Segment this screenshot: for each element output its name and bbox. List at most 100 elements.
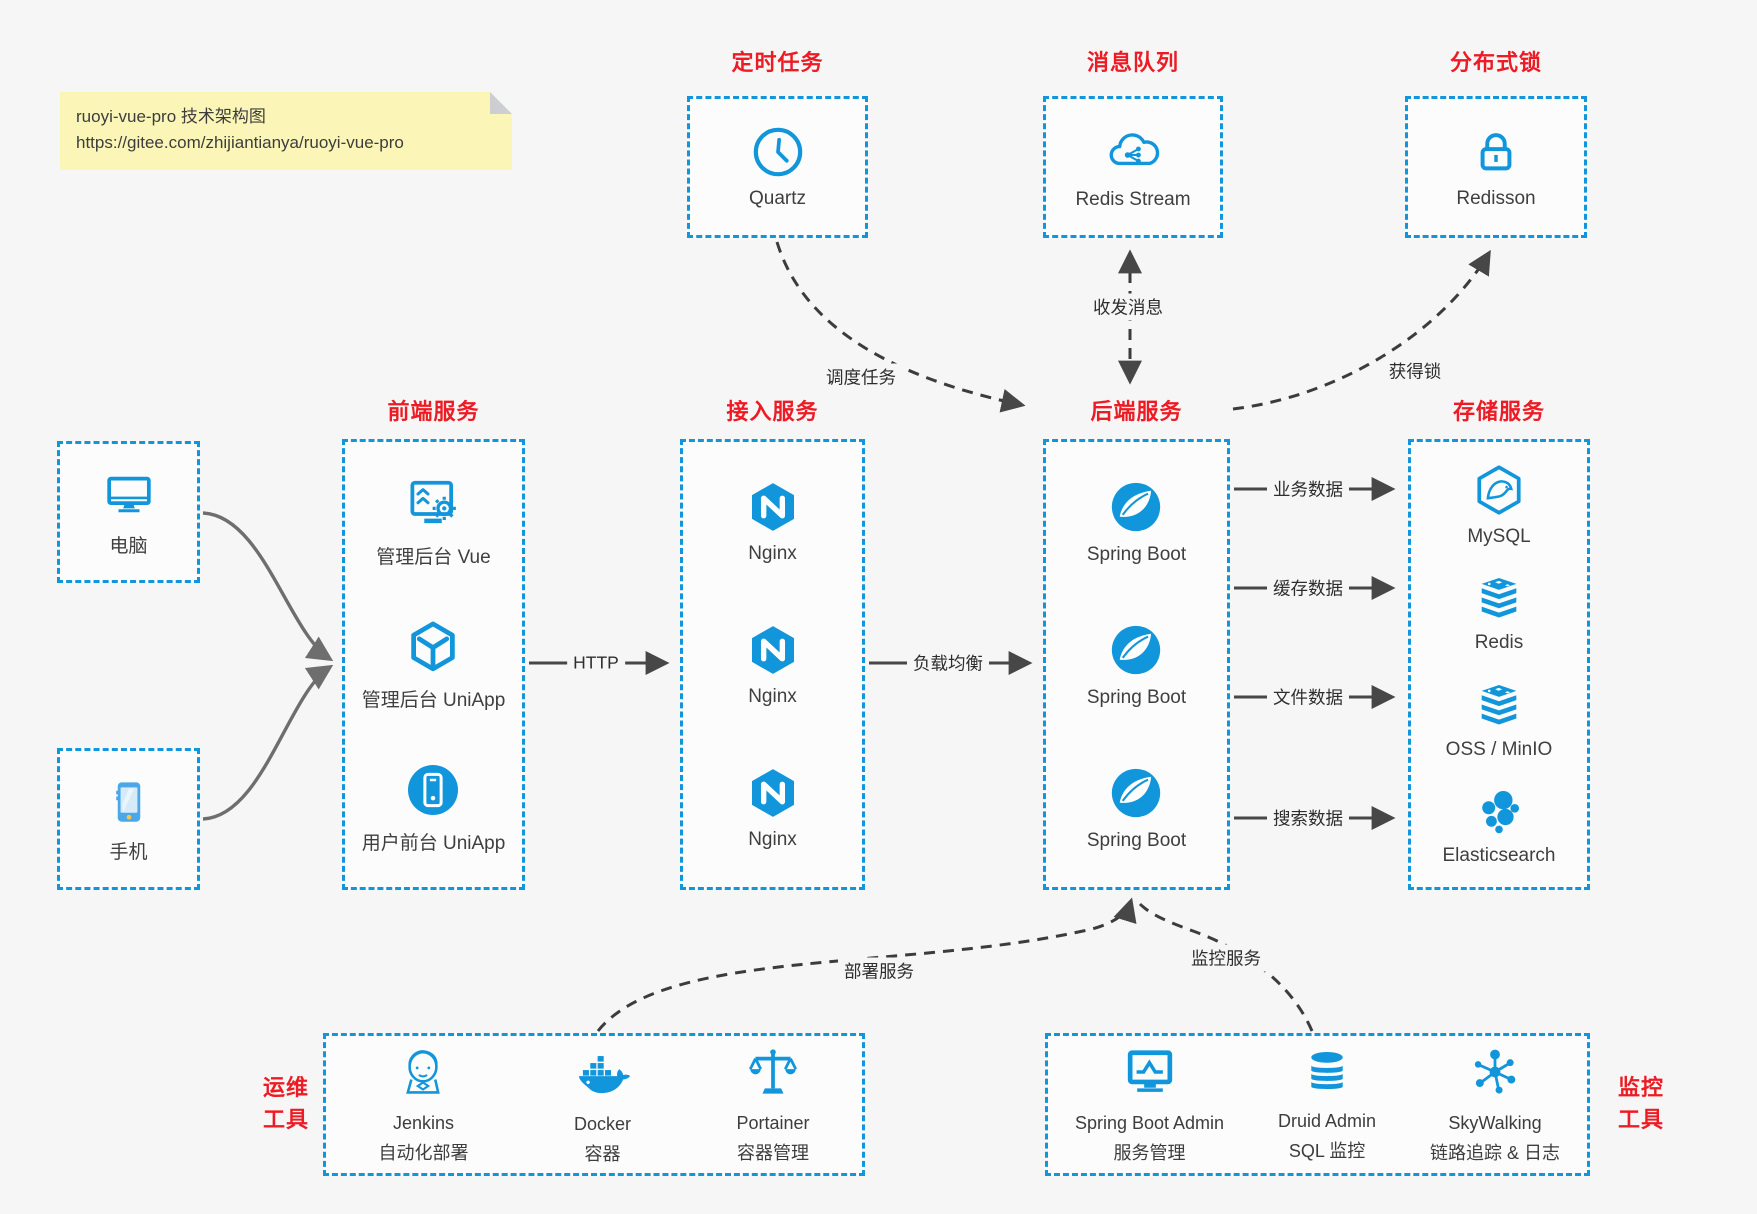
phone-label: 手机	[109, 841, 148, 863]
spring-boot-icon	[1107, 621, 1165, 679]
group-title-monitor-tools: 监控工具	[1610, 1072, 1672, 1136]
sticky-note: ruoyi-vue-pro 技术架构图 https://gitee.com/zh…	[60, 92, 512, 170]
uniapp-cube-icon	[403, 617, 463, 677]
druid-label: Druid Admin	[1278, 1111, 1377, 1132]
quartz-node: Quartz	[749, 124, 806, 210]
note-url: https://gitee.com/zhijiantianya/ruoyi-vu…	[76, 133, 404, 153]
redis-stream-box: Redis Stream	[1043, 96, 1223, 238]
jenkins-sublabel: 自动化部署	[378, 1142, 469, 1163]
druid-node: Druid Admin SQL 监控	[1278, 1046, 1376, 1163]
spring-boot-admin-sublabel: 服务管理	[1113, 1142, 1186, 1163]
redis-icon	[1473, 572, 1525, 624]
desktop-client-box: 电脑	[57, 441, 200, 583]
spring-boot-node-3: Spring Boot	[1087, 764, 1186, 852]
elasticsearch-node: Elasticsearch	[1443, 785, 1556, 867]
group-title-distributed-lock: 分布式锁	[1449, 50, 1542, 75]
edge-lock-curve	[1232, 249, 1491, 411]
jenkins-icon	[395, 1044, 451, 1106]
desktop-label: 电脑	[109, 535, 148, 557]
nginx-icon	[745, 622, 801, 678]
redis-node: Redis	[1473, 572, 1525, 654]
skywalking-icon	[1467, 1044, 1523, 1106]
edge-label-http: HTTP	[567, 651, 625, 675]
storage-column-box: MySQL Redis OSS / MinIO Elasticsearch	[1408, 439, 1590, 890]
spring-boot-label-1: Spring Boot	[1086, 543, 1187, 565]
druid-icon	[1301, 1046, 1353, 1104]
admin-vue-node: 管理后台 Vue	[376, 474, 491, 569]
docker-sublabel: 容器	[584, 1143, 621, 1164]
nginx-label-3: Nginx	[748, 828, 797, 850]
jenkins-node: Jenkins 自动化部署	[378, 1044, 468, 1165]
nginx-label-2: Nginx	[748, 685, 797, 707]
access-column-box: Nginx Nginx Nginx	[680, 439, 865, 890]
oss-minio-node: OSS / MinIO	[1445, 679, 1553, 761]
nginx-node-2: Nginx	[745, 622, 801, 708]
admin-uniapp-label: 管理后台 UniApp	[361, 690, 506, 711]
column-title-backend: 后端服务	[1090, 399, 1183, 424]
nginx-icon	[745, 479, 801, 535]
group-title-scheduled-task: 定时任务	[731, 50, 824, 75]
user-uniapp-label: 用户前台 UniApp	[361, 833, 506, 854]
spring-boot-label-2: Spring Boot	[1086, 686, 1187, 708]
user-app-icon	[403, 760, 463, 820]
portainer-label: Portainer	[736, 1113, 810, 1134]
user-uniapp-node: 用户前台 UniApp	[361, 760, 506, 855]
spring-boot-label-3: Spring Boot	[1086, 829, 1187, 851]
admin-vue-icon	[403, 474, 463, 534]
admin-uniapp-node: 管理后台 UniApp	[361, 617, 506, 712]
portainer-icon	[745, 1044, 801, 1106]
quartz-label: Quartz	[748, 188, 807, 209]
oss-minio-label: OSS / MinIO	[1445, 738, 1553, 760]
column-title-storage: 存储服务	[1452, 399, 1545, 424]
lock-icon	[1468, 124, 1524, 180]
skywalking-sublabel: 链路追踪 & 日志	[1429, 1142, 1560, 1163]
edge-label-messages: 收发消息	[1087, 293, 1169, 321]
column-title-access: 接入服务	[726, 399, 819, 424]
spring-boot-icon	[1107, 478, 1165, 536]
edge-label-search-data: 搜索数据	[1267, 804, 1349, 832]
cloud-share-icon	[1104, 123, 1162, 181]
edge-phone-to-frontend	[202, 664, 334, 821]
frontend-column-box: 管理后台 Vue 管理后台 UniApp 用户前台 UniApp	[342, 439, 525, 890]
docker-label: Docker	[573, 1114, 631, 1135]
ops-tools-box: Jenkins 自动化部署 Docker 容器 Portainer 容器管理	[323, 1033, 865, 1176]
smartphone-icon	[102, 775, 156, 829]
elasticsearch-label: Elasticsearch	[1442, 844, 1556, 866]
group-title-message-queue: 消息队列	[1086, 50, 1179, 75]
phone-client-box: 手机	[57, 748, 200, 890]
monitor-title-line2: 工具	[1617, 1106, 1664, 1132]
edge-label-cache-data: 缓存数据	[1267, 574, 1349, 602]
note-title: ruoyi-vue-pro 技术架构图	[76, 107, 266, 126]
mysql-node: MySQL	[1467, 462, 1531, 548]
nginx-icon	[745, 765, 801, 821]
oss-stack-icon	[1473, 679, 1525, 731]
spring-boot-admin-label: Spring Boot Admin	[1074, 1113, 1225, 1134]
redis-stream-node: Redis Stream	[1075, 123, 1191, 211]
spring-boot-admin-icon	[1122, 1044, 1178, 1106]
edge-label-monitor: 监控服务	[1185, 944, 1267, 972]
redisson-label: Redisson	[1456, 188, 1536, 209]
redisson-node: Redisson	[1456, 124, 1536, 210]
monitor-tools-box: Spring Boot Admin 服务管理 Druid Admin SQL 监…	[1045, 1033, 1590, 1176]
skywalking-label: SkyWalking	[1448, 1113, 1542, 1134]
mysql-icon	[1471, 462, 1527, 518]
monitor-title-line1: 监控	[1617, 1075, 1664, 1100]
docker-icon	[573, 1043, 631, 1107]
nginx-node-3: Nginx	[745, 765, 801, 851]
group-title-ops-tools: 运维工具	[255, 1072, 317, 1136]
quartz-box: Quartz	[687, 96, 868, 238]
redis-stream-label: Redis Stream	[1075, 189, 1191, 210]
edge-label-lock: 获得锁	[1382, 357, 1448, 385]
clock-icon	[750, 124, 806, 180]
spring-boot-admin-node: Spring Boot Admin 服务管理	[1075, 1044, 1224, 1165]
desktop-client-node: 电脑	[101, 467, 157, 558]
edge-label-business-data: 业务数据	[1267, 475, 1349, 503]
portainer-sublabel: 容器管理	[736, 1142, 809, 1163]
ops-title-line1: 运维	[262, 1075, 309, 1100]
ops-title-line2: 工具	[262, 1106, 309, 1132]
nginx-node-1: Nginx	[745, 479, 801, 565]
backend-column-box: Spring Boot Spring Boot Spring Boot	[1043, 439, 1230, 890]
mysql-label: MySQL	[1467, 526, 1531, 548]
spring-boot-node-2: Spring Boot	[1087, 621, 1186, 709]
